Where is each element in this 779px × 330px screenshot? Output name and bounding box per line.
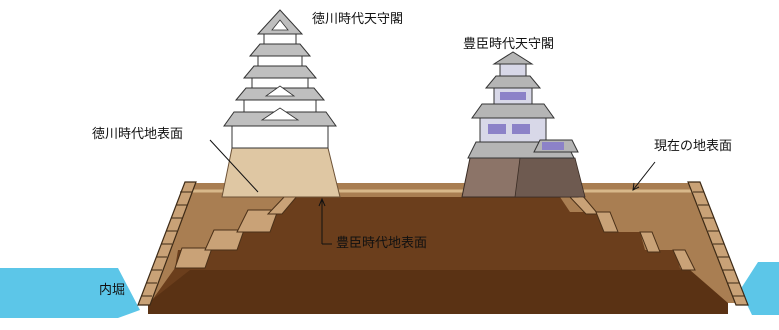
toyotomi-buried-stone-walls [174, 194, 696, 271]
tokugawa-stone-wall-left [137, 181, 197, 306]
toyotomi-castle-keep [461, 51, 586, 198]
toyotomi-surface-leader [318, 197, 332, 245]
tokugawa-stone-wall-right [687, 181, 749, 306]
tokugawa-castle-keep [221, 9, 341, 198]
tokugawa-surface-leader [209, 139, 259, 193]
label-toyotomi-tenshu: 豊臣時代天守閣 [463, 37, 555, 52]
current-surface-leader [632, 161, 656, 191]
label-toyotomi-surface: 豊臣時代地表面 [336, 236, 428, 251]
inner-moat-water [0, 262, 779, 318]
label-current-surface: 現在の地表面 [654, 139, 733, 154]
deep-soil [148, 270, 728, 314]
label-inner-moat: 内堀 [99, 283, 126, 298]
label-tokugawa-surface: 徳川時代地表面 [92, 127, 184, 142]
label-tokugawa-tenshu: 徳川時代天守閣 [312, 12, 404, 27]
